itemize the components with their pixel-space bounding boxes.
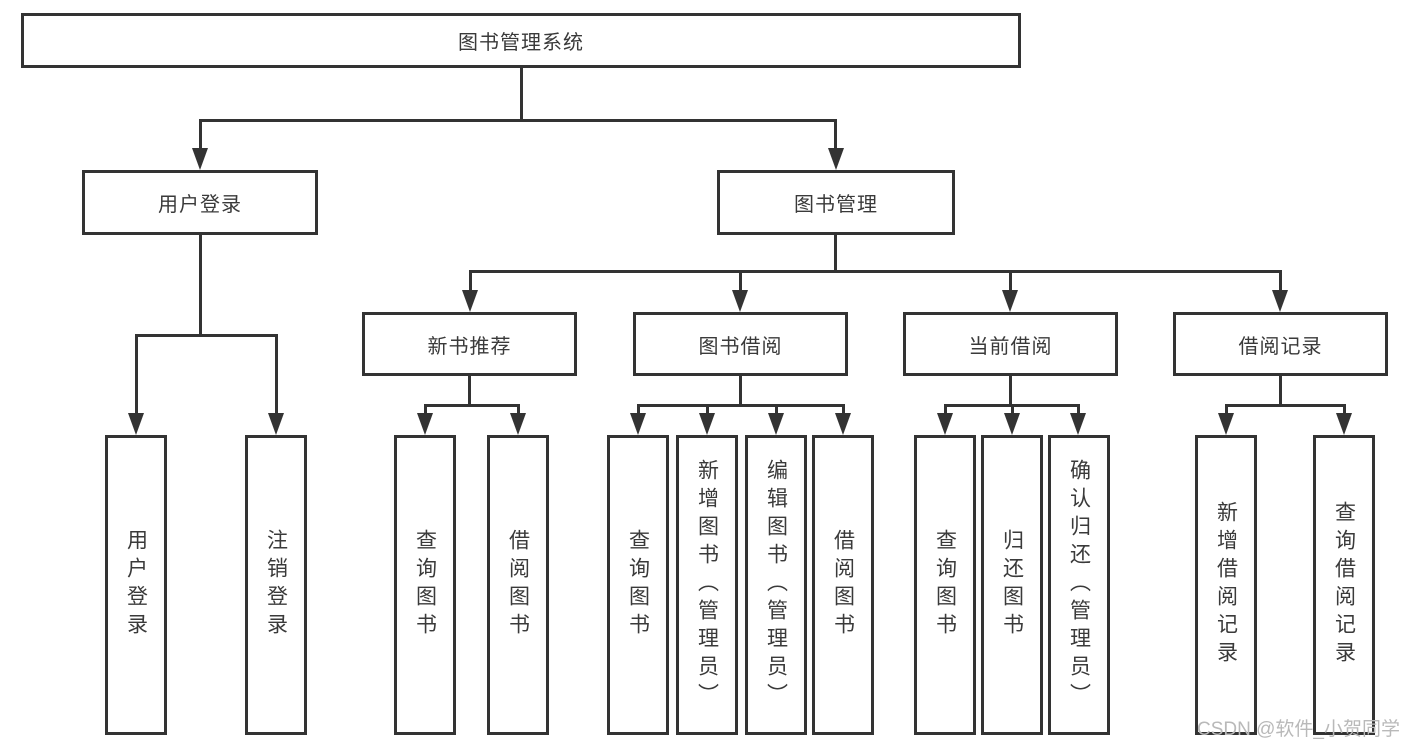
node-book-management: 图书管理: [717, 170, 955, 235]
connector-line: [637, 404, 640, 416]
connector-line: [424, 404, 427, 416]
node-book-borrowing: 图书借阅: [633, 312, 848, 376]
node-current-query-books: 查询图书: [914, 435, 976, 735]
arrow-down-icon: [192, 148, 208, 170]
node-add-borrow-record: 新增借阅记录: [1195, 435, 1257, 735]
connector-line: [842, 404, 845, 416]
connector-line: [468, 376, 471, 407]
connector-line: [520, 68, 523, 122]
node-edit-book-admin: 编辑图书（管理员）: [745, 435, 807, 735]
node-login: 用户登录: [105, 435, 167, 735]
connector-line: [1279, 270, 1282, 292]
node-new-book-recommendation: 新书推荐: [362, 312, 577, 376]
connector-line: [834, 235, 837, 273]
connector-line: [1009, 376, 1012, 407]
node-borrowing-query-books: 查询图书: [607, 435, 669, 735]
arrow-down-icon: [1336, 413, 1352, 435]
arrow-down-icon: [510, 413, 526, 435]
csdn-watermark: CSDN @软件_小贺同学: [1197, 719, 1400, 740]
connector-line: [944, 404, 947, 416]
connector-line: [199, 235, 202, 337]
arrow-down-icon: [699, 413, 715, 435]
node-root: 图书管理系统: [21, 13, 1021, 68]
connector-line: [1009, 270, 1012, 292]
arrow-down-icon: [1070, 413, 1086, 435]
connector-line: [135, 334, 138, 414]
arrow-down-icon: [768, 413, 784, 435]
node-borrowing-records: 借阅记录: [1173, 312, 1388, 376]
node-current-borrowing: 当前借阅: [903, 312, 1118, 376]
arrow-down-icon: [1272, 290, 1288, 312]
arrow-down-icon: [128, 413, 144, 435]
connector-line: [199, 119, 836, 122]
connector-line: [1343, 404, 1346, 416]
connector-line: [1077, 404, 1080, 416]
arrow-down-icon: [268, 413, 284, 435]
arrow-down-icon: [937, 413, 953, 435]
connector-line: [637, 404, 845, 407]
connector-line: [834, 119, 837, 149]
connector-line: [135, 334, 278, 337]
connector-line: [706, 404, 709, 416]
connector-line: [199, 119, 202, 149]
connector-line: [739, 376, 742, 407]
node-user-login: 用户登录: [82, 170, 318, 235]
node-logout: 注销登录: [245, 435, 307, 735]
arrow-down-icon: [828, 148, 844, 170]
arrow-down-icon: [1004, 413, 1020, 435]
node-query-borrow-record: 查询借阅记录: [1313, 435, 1375, 735]
node-recommend-query-books: 查询图书: [394, 435, 456, 735]
arrow-down-icon: [417, 413, 433, 435]
connector-line: [1011, 404, 1014, 416]
node-return-book: 归还图书: [981, 435, 1043, 735]
arrow-down-icon: [1002, 290, 1018, 312]
connector-line: [469, 270, 472, 292]
connector-line: [739, 270, 742, 292]
node-borrow-books: 借阅图书: [812, 435, 874, 735]
connector-line: [1225, 404, 1346, 407]
connector-line: [424, 404, 520, 407]
connector-line: [1225, 404, 1228, 416]
connector-line: [469, 270, 1282, 273]
node-confirm-return-admin: 确认归还（管理员）: [1048, 435, 1110, 735]
connector-line: [275, 334, 278, 414]
arrow-down-icon: [835, 413, 851, 435]
connector-line: [1279, 376, 1282, 407]
node-recommend-borrow-books: 借阅图书: [487, 435, 549, 735]
node-add-book-admin: 新增图书（管理员）: [676, 435, 738, 735]
connector-line: [775, 404, 778, 416]
arrow-down-icon: [732, 290, 748, 312]
arrow-down-icon: [1218, 413, 1234, 435]
arrow-down-icon: [630, 413, 646, 435]
connector-line: [517, 404, 520, 416]
arrow-down-icon: [462, 290, 478, 312]
